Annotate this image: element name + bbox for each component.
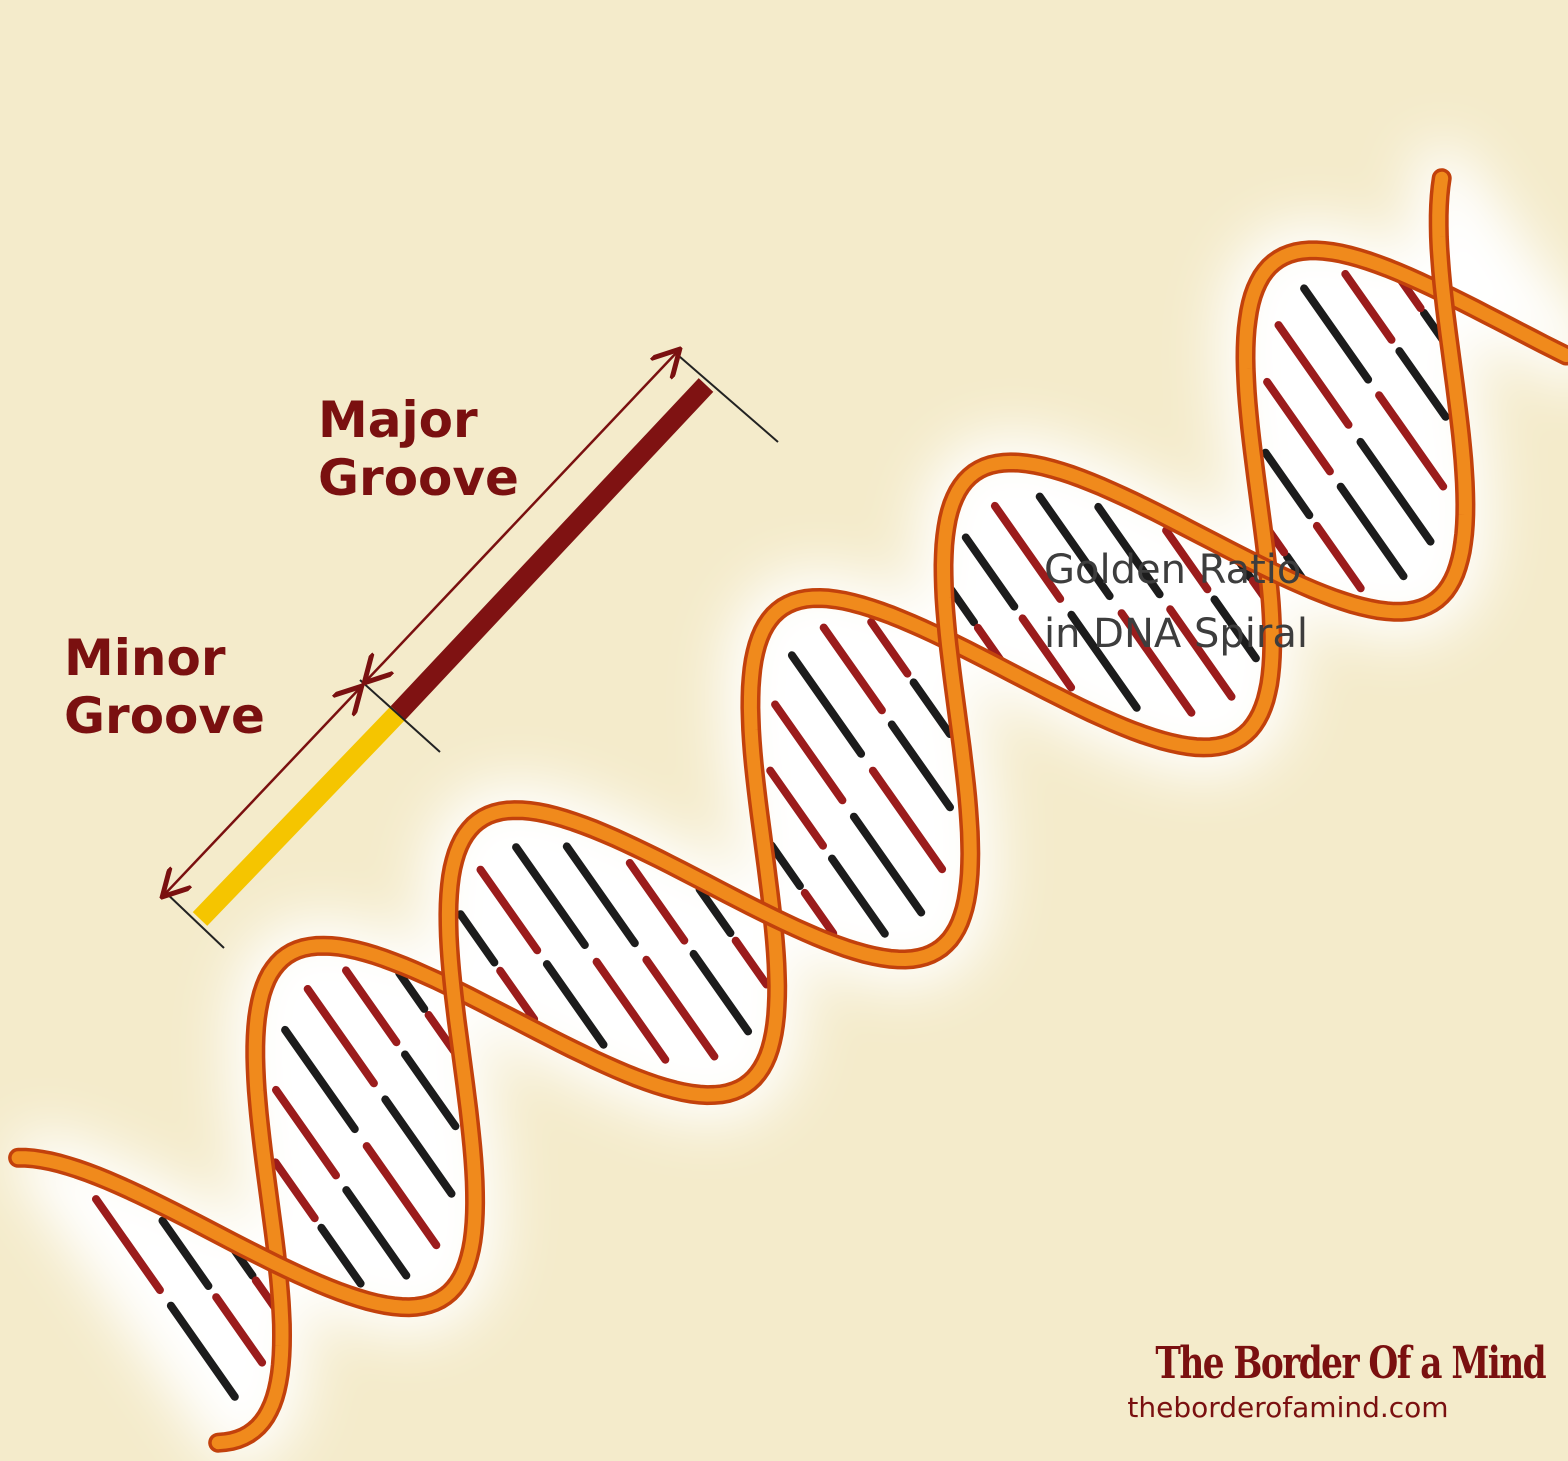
base-left xyxy=(1395,347,1450,421)
backbone-strand-2 xyxy=(211,243,1568,1450)
base-left xyxy=(1162,526,1212,594)
base-right xyxy=(1261,448,1314,520)
base-left xyxy=(512,843,589,949)
base-right xyxy=(542,960,608,1049)
base-right xyxy=(496,966,539,1024)
base-left xyxy=(92,1195,164,1295)
base-right xyxy=(642,955,719,1061)
base-left xyxy=(1375,391,1448,491)
minor-groove-label: Minor Groove xyxy=(64,629,265,745)
base-right xyxy=(1274,321,1353,429)
base-left xyxy=(849,812,926,917)
glow-segment xyxy=(1085,462,1295,735)
glow-segment xyxy=(227,1068,435,1338)
base-pairs xyxy=(92,270,1450,1401)
base-left xyxy=(961,533,1019,611)
base-left xyxy=(342,1186,411,1280)
base-right xyxy=(303,985,378,1088)
base-right xyxy=(1210,595,1260,663)
base-right xyxy=(731,936,771,989)
base-right xyxy=(867,618,912,678)
base-right xyxy=(1166,605,1236,701)
base-right xyxy=(271,1158,319,1223)
minor-groove-label-line2: Groove xyxy=(64,686,265,745)
base-right xyxy=(1300,284,1373,384)
base-right xyxy=(166,1301,239,1401)
base-left xyxy=(887,720,954,812)
glow-segment xyxy=(1412,145,1568,388)
base-right xyxy=(787,651,866,758)
base-right xyxy=(819,623,886,715)
base-left xyxy=(828,854,889,938)
base-right xyxy=(1117,609,1196,717)
base-left xyxy=(562,842,639,948)
brand-name: The Border Of a Mind xyxy=(1155,1338,1546,1389)
glow-segment xyxy=(720,674,958,986)
base-right xyxy=(771,700,847,805)
glow-segment xyxy=(269,919,506,1230)
base-right xyxy=(212,1293,267,1367)
base-left xyxy=(1356,437,1435,546)
base-left xyxy=(868,766,947,874)
base-right xyxy=(1263,377,1334,476)
base-left xyxy=(1035,492,1114,601)
glow-segment xyxy=(599,814,801,1077)
glow-segment xyxy=(1322,226,1488,437)
minor-groove-label-line1: Minor xyxy=(64,629,226,687)
major-groove-label-line1: Major xyxy=(318,391,478,449)
base-right xyxy=(281,1025,359,1134)
base-right xyxy=(1018,614,1076,692)
base-left xyxy=(1312,521,1365,593)
base-left xyxy=(990,501,1065,603)
glow-segment xyxy=(169,1194,312,1373)
major-groove-arrow xyxy=(366,351,678,681)
base-left xyxy=(947,586,978,627)
base-left xyxy=(695,885,735,938)
base-right xyxy=(342,966,401,1047)
base-left xyxy=(158,1216,213,1290)
base-left xyxy=(476,865,542,955)
base-left xyxy=(424,1011,458,1055)
base-left xyxy=(625,859,689,945)
base-left xyxy=(317,1223,365,1288)
base-left xyxy=(381,1095,456,1198)
base-right xyxy=(1341,270,1396,344)
extension-line-middle xyxy=(359,679,441,753)
minor-groove-arrow xyxy=(164,688,360,895)
base-left xyxy=(1094,502,1164,599)
brand-watermark: The Border Of a Mind theborderofamind.co… xyxy=(1118,1338,1546,1424)
base-right xyxy=(592,957,670,1064)
backbone-strand-1 xyxy=(11,171,1472,1314)
base-right xyxy=(272,1085,340,1180)
caption-line1: Golden Ratio xyxy=(1044,547,1302,593)
base-left xyxy=(800,888,838,938)
base-right xyxy=(1067,610,1141,712)
caption: Golden Ratio in DNA Spiral xyxy=(1044,538,1308,666)
base-left xyxy=(1336,482,1408,581)
base-left xyxy=(909,678,954,738)
base-right xyxy=(767,841,804,890)
caption-line2: in DNA Spiral xyxy=(1044,611,1308,657)
base-left xyxy=(401,1050,460,1131)
brand-url: theborderofamind.com xyxy=(1127,1391,1449,1424)
glow-segment xyxy=(60,1143,294,1451)
extension-line-top xyxy=(671,349,779,443)
major-groove-label-line2: Groove xyxy=(318,448,519,507)
major-groove-label: Major Groove xyxy=(318,391,519,507)
base-left xyxy=(456,910,499,967)
base-left xyxy=(362,1142,441,1250)
base-right xyxy=(766,766,827,850)
base-right xyxy=(689,949,753,1036)
base-right xyxy=(395,969,429,1013)
